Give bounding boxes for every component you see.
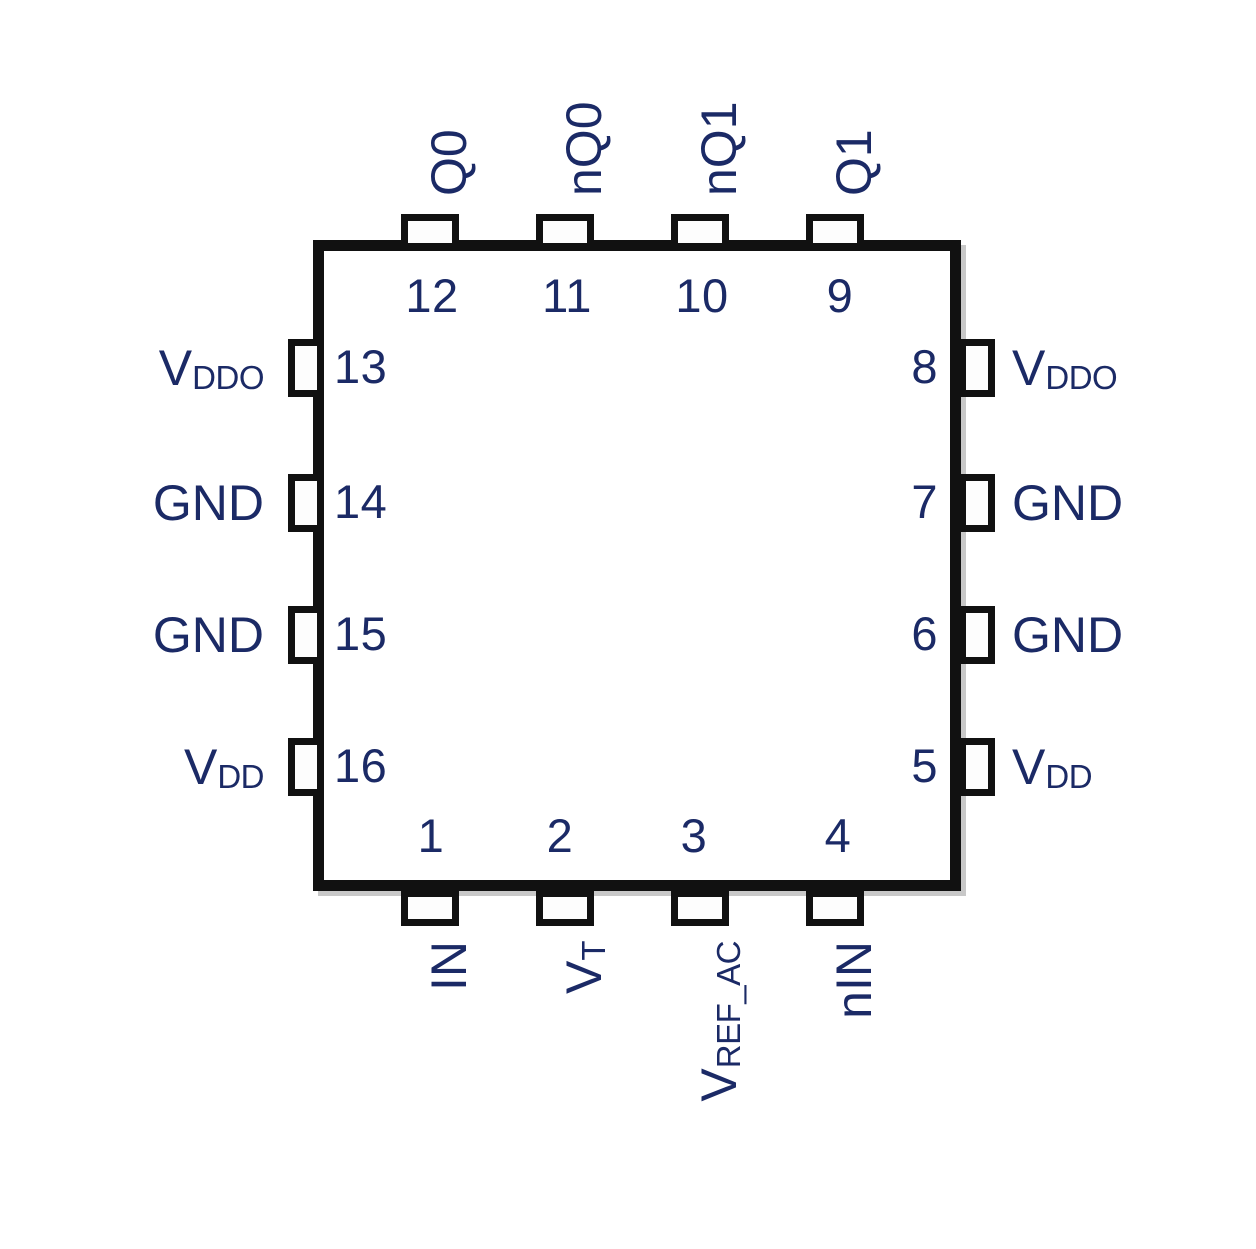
pin-stub-3 (671, 890, 729, 926)
pin-label-9-q1: Q1 (826, 129, 882, 196)
pin-number-9: 9 (826, 269, 854, 322)
pin-number-12: 12 (405, 269, 459, 322)
pin-label-7-gnd: GND (1012, 478, 1123, 528)
pin-number-13: 13 (334, 340, 388, 393)
pin-stub-1 (401, 890, 459, 926)
pin-label-16-sub: DD (217, 758, 264, 795)
pin-stub-6 (959, 606, 995, 664)
pin-stub-2 (536, 890, 594, 926)
pin-number-1: 1 (417, 809, 445, 862)
pin-label-6-main: GND (1012, 607, 1124, 663)
pin-number-2: 2 (546, 809, 574, 862)
pin-label-5-vdd: VDD (1012, 739, 1093, 795)
pin-label-8-vddo: VDDO (1012, 340, 1118, 396)
pin-stub-5 (959, 738, 995, 796)
pin-label-6-gnd: GND (1012, 610, 1123, 660)
pin-label-11-nq0: nQ0 (556, 101, 612, 196)
pin-number-8: 8 (911, 340, 938, 393)
pin-label-4-nin: nIN (826, 941, 882, 1019)
pin-number-14: 14 (334, 475, 388, 528)
chip-body-outline (313, 240, 961, 891)
pin-label-1-in: IN (421, 941, 477, 991)
pin-label-13-vddo: VDDO (158, 340, 265, 396)
pin-label-12-main: Q0 (421, 129, 477, 196)
pin-number-10: 10 (675, 269, 729, 322)
pin-label-13-main: V (158, 340, 193, 396)
pin-number-7: 7 (911, 475, 938, 528)
pin-label-9-main: Q1 (826, 129, 882, 196)
pin-label-16-main: V (183, 739, 218, 795)
pin-stub-7 (959, 474, 995, 532)
pin-stub-12 (401, 214, 459, 250)
pin-label-13-sub: DDO (192, 359, 264, 396)
pin-number-6: 6 (911, 607, 938, 660)
pin-stub-11 (536, 214, 594, 250)
pin-number-4: 4 (824, 809, 852, 862)
pin-stub-15 (288, 606, 324, 664)
pin-label-7-main: GND (1012, 475, 1124, 531)
pin-label-10-nq1: nQ1 (691, 101, 747, 196)
pin-number-3: 3 (680, 809, 708, 862)
pin-label-14-main: GND (152, 475, 264, 531)
pin-number-16: 16 (334, 739, 388, 792)
pin-stub-14 (288, 474, 324, 532)
pin-label-16-vdd: VDD (183, 739, 265, 795)
pin-label-3-sub: REF_AC (710, 941, 747, 1069)
pin-label-4-main: nIN (826, 941, 882, 1019)
pin-stub-8 (959, 339, 995, 397)
pin-label-15-main: GND (152, 607, 264, 663)
pin-stub-10 (671, 214, 729, 250)
pin-label-14-gnd: GND (153, 478, 264, 528)
pin-stub-4 (806, 890, 864, 926)
pin-label-12-q0: Q0 (421, 129, 477, 196)
pin-label-8-main: V (1012, 340, 1046, 396)
pin-stub-9 (806, 214, 864, 250)
pin-label-3-vref-ac: VREF_AC (691, 941, 747, 1102)
pin-label-15-gnd: GND (153, 610, 264, 660)
pin-number-11: 11 (542, 269, 592, 322)
pin-label-8-sub: DDO (1045, 359, 1118, 396)
pin-number-15: 15 (334, 607, 388, 660)
pin-label-10-main: nQ1 (691, 101, 747, 196)
pin-label-2-vt: VT (556, 941, 612, 995)
pin-stub-16 (288, 738, 324, 796)
pin-number-5: 5 (911, 739, 938, 792)
pin-stub-13 (288, 339, 324, 397)
pin-label-2-main: V (556, 960, 612, 995)
pin-label-5-main: V (1012, 739, 1046, 795)
pin-label-11-main: nQ0 (556, 101, 612, 196)
pin-label-2-sub: T (575, 941, 612, 961)
pin-label-5-sub: DD (1045, 758, 1093, 795)
pin-label-3-main: V (691, 1068, 747, 1102)
pin-label-1-main: IN (421, 941, 477, 991)
